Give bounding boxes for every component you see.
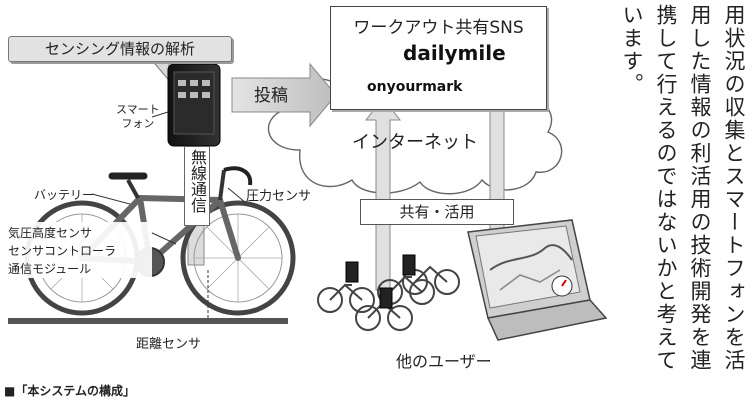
body-column-3: 携して行えるのではないかと考えて	[654, 4, 678, 372]
sns-box: ワークアウト共有SNS dailymile onyourmark	[330, 6, 547, 110]
wireless-label: 無線通信	[188, 149, 207, 213]
post-arrow	[231, 62, 337, 128]
smartphone-label: スマート フォン	[116, 103, 160, 130]
post-label: 投稿	[254, 86, 288, 106]
smartphone	[167, 63, 221, 147]
share-label: 共有・活用	[399, 203, 475, 221]
body-column-4: います。	[620, 4, 644, 96]
dailymile-logo: dailymile	[403, 41, 506, 65]
leader-lines	[91, 111, 247, 245]
sensing-analysis-label: センシング情報の解析	[44, 40, 195, 58]
body-column-2: 用した情報の利活用の技術開発を連	[688, 4, 712, 372]
components-box: 気圧高度センサ センサコントローラ 通信モジュール	[4, 222, 152, 278]
wireless-box: 無線通信	[184, 146, 210, 226]
share-box: 共有・活用	[360, 199, 514, 225]
pressure-sensor-label: 圧力センサ	[246, 189, 312, 204]
figure-caption: ■「本システムの構成」	[4, 384, 135, 398]
components-label: 気圧高度センサ センサコントローラ 通信モジュール	[8, 226, 117, 276]
other-users	[317, 254, 460, 331]
sensing-analysis-box: センシング情報の解析	[8, 36, 232, 62]
internet-label: インターネット	[352, 132, 478, 153]
distance-sensor-label: 距離センサ	[136, 337, 202, 352]
other-users-label: 他のユーザー	[396, 352, 492, 371]
body-column-1: 用状況の収集とスマートフォンを活	[722, 4, 746, 372]
battery-label: バッテリー	[34, 188, 95, 202]
onyourmark-logo: onyourmark	[367, 79, 463, 95]
sns-title: ワークアウト共有SNS	[353, 18, 524, 38]
ground	[8, 318, 288, 324]
laptop-map	[467, 219, 608, 341]
body-text: 用状況の収集とスマートフォンを活 用した情報の利活用の技術開発を連 携して行える…	[586, 4, 750, 402]
